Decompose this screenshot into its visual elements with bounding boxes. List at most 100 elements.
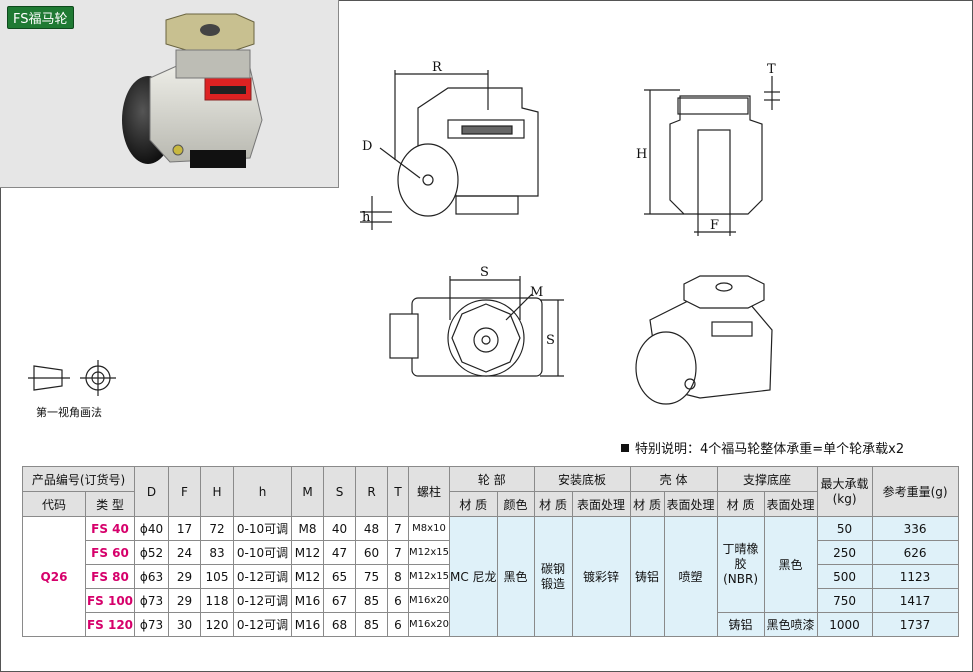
- projection-symbol: [33, 365, 63, 391]
- cell-T: 6: [387, 612, 409, 637]
- header-shell-surface: 表面处理: [663, 491, 718, 517]
- cell-h: 0-10可调: [233, 540, 292, 565]
- cell-h: 0-12可调: [233, 612, 292, 637]
- iso-view-wheel: [635, 331, 697, 405]
- cell-M: M12: [291, 564, 324, 589]
- header-base-surface: 表面处理: [571, 491, 631, 517]
- header-max-load: 最大承载(kg): [816, 466, 873, 517]
- cell-R: 48: [355, 516, 388, 541]
- series-badge: FS福马轮: [7, 6, 74, 29]
- header-M: M: [291, 466, 324, 517]
- header-type: 类 型: [85, 491, 135, 517]
- cell-F: 29: [168, 564, 201, 589]
- header-S: S: [323, 466, 356, 517]
- header-wheel: 轮 部: [449, 466, 535, 492]
- row-type: FS 100: [85, 588, 135, 613]
- support-material-a: 丁晴橡胶(NBR): [716, 516, 765, 613]
- header-support-material: 材 质: [716, 491, 765, 517]
- support-surface-b: 黑色喷漆: [763, 612, 818, 637]
- product-photo-panel: FS福马轮: [0, 0, 339, 188]
- cell-S: 67: [323, 588, 356, 613]
- cell-T: 7: [387, 516, 409, 541]
- row-type: FS 40: [85, 516, 135, 541]
- row-type: FS 80: [85, 564, 135, 589]
- front-view-wheel: [397, 143, 459, 217]
- base-material: 碳钢锻造: [533, 516, 573, 637]
- dim-T: T: [767, 62, 776, 77]
- cell-S: 47: [323, 540, 356, 565]
- header-shell: 壳 体: [629, 466, 718, 492]
- dim-R: R: [432, 60, 443, 75]
- dim-F: F: [710, 218, 719, 233]
- table-row: FS 60 ϕ52 24 83 0-10可调 M12 47 60 7 M12x1…: [23, 540, 959, 565]
- projection-label: 第一视角画法: [36, 406, 102, 419]
- header-shell-material: 材 质: [629, 491, 665, 517]
- cell-load: 500: [816, 564, 873, 589]
- cell-D: ϕ63: [134, 564, 169, 589]
- cell-load: 250: [816, 540, 873, 565]
- cell-H: 72: [200, 516, 234, 541]
- cell-M: M16: [291, 588, 324, 613]
- cell-h: 0-10可调: [233, 516, 292, 541]
- header-D: D: [134, 466, 169, 517]
- table-row: FS 80 ϕ63 29 105 0-12可调 M12 65 75 8 M12x…: [23, 564, 959, 589]
- shell-material: 铸铝: [629, 516, 665, 637]
- dim-S-top: S: [480, 265, 489, 280]
- cell-weight: 336: [871, 516, 959, 541]
- cell-screw: M12x15: [408, 540, 450, 565]
- cell-R: 85: [355, 588, 388, 613]
- cell-load: 50: [816, 516, 873, 541]
- cell-H: 83: [200, 540, 234, 565]
- header-support-surface: 表面处理: [763, 491, 818, 517]
- support-surface-a: 黑色: [763, 516, 818, 613]
- cell-T: 7: [387, 540, 409, 565]
- header-wheel-material: 材 质: [449, 491, 498, 517]
- cell-D: ϕ73: [134, 612, 169, 637]
- dim-S-side: S: [546, 333, 555, 348]
- header-base-material: 材 质: [533, 491, 573, 517]
- special-note: 特别说明：4个福马轮整体承重=单个轮承载x2: [621, 438, 904, 457]
- header-T: T: [387, 466, 409, 517]
- wheel-material: MC 尼龙: [449, 516, 498, 637]
- dim-D: D: [362, 139, 372, 154]
- cell-screw: M12x15: [408, 564, 450, 589]
- cell-M: M12: [291, 540, 324, 565]
- cell-load: 1000: [816, 612, 873, 637]
- base-surface: 镀彩锌: [571, 516, 631, 637]
- cell-D: ϕ40: [134, 516, 169, 541]
- header-h: h: [233, 466, 292, 517]
- cell-H: 118: [200, 588, 234, 613]
- dim-M: M: [530, 285, 543, 300]
- header-product-code: 产品编号(订货号): [22, 466, 135, 492]
- cell-D: ϕ73: [134, 588, 169, 613]
- square-bullet-icon: [621, 444, 629, 452]
- support-material-b: 铸铝: [716, 612, 765, 637]
- cell-H: 105: [200, 564, 234, 589]
- cell-screw: M8x10: [408, 516, 450, 541]
- series-code: Q26: [22, 516, 86, 637]
- header-H: H: [200, 466, 234, 517]
- dim-h: h: [362, 210, 371, 225]
- cell-F: 17: [168, 516, 201, 541]
- cell-h: 0-12可调: [233, 588, 292, 613]
- header-wheel-color: 颜色: [496, 491, 535, 517]
- cell-H: 120: [200, 612, 234, 637]
- header-base: 安装底板: [533, 466, 631, 492]
- cell-weight: 626: [871, 540, 959, 565]
- cell-F: 24: [168, 540, 201, 565]
- cell-load: 750: [816, 588, 873, 613]
- cell-weight: 1417: [871, 588, 959, 613]
- table-row: Q26 FS 40 ϕ40 17 72 0-10可调 M8 40 48 7 M8…: [22, 516, 959, 637]
- header-F: F: [168, 466, 201, 517]
- product-photo: [122, 13, 263, 168]
- cell-weight: 1123: [871, 564, 959, 589]
- table-row: FS 100 ϕ73 29 118 0-12可调 M16 67 85 6 M16…: [23, 588, 959, 613]
- cell-F: 29: [168, 588, 201, 613]
- cell-screw: M16x20: [408, 612, 450, 637]
- row-type: FS 60: [85, 540, 135, 565]
- header-weight: 参考重量(g): [871, 466, 959, 517]
- cell-S: 68: [323, 612, 356, 637]
- cell-S: 40: [323, 516, 356, 541]
- cell-S: 65: [323, 564, 356, 589]
- spec-table: 产品编号(订货号) D F H h M S R T 螺柱 轮 部 安装底板 壳 …: [22, 466, 959, 637]
